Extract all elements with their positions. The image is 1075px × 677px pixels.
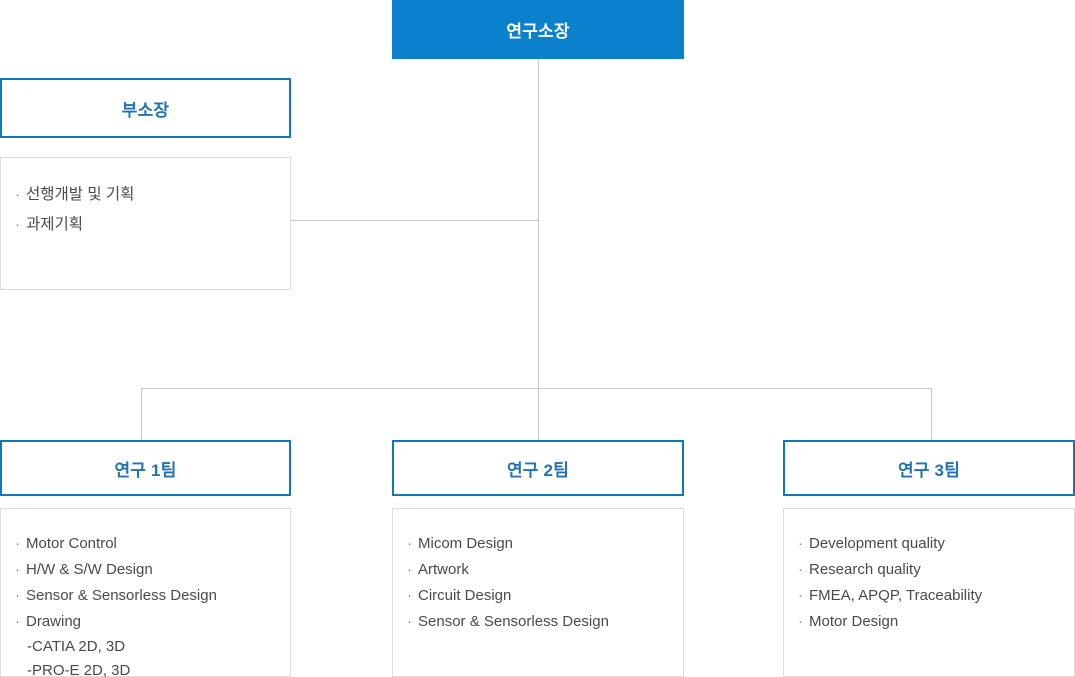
duty-item: · Development quality xyxy=(798,531,1074,557)
bullet-dot-icon: · xyxy=(798,587,803,604)
node-team-2-header[interactable]: 연구 2팀 xyxy=(392,440,684,496)
bullet-dot-icon: · xyxy=(407,535,412,552)
connector-deputy-branch xyxy=(291,220,539,221)
duty-item-label: Motor Design xyxy=(809,613,899,630)
duty-item: · Sensor & Sensorless Design xyxy=(407,609,683,635)
node-team-1-label: 연구 1팀 xyxy=(114,460,177,480)
node-team-3-detail: · Development quality · Research quality · FM… xyxy=(783,508,1075,677)
team-3-duty-list: · Development quality · Research quality · FM… xyxy=(798,531,1074,635)
duty-item: · Circuit Design xyxy=(407,583,683,609)
duty-item-label: Artwork xyxy=(418,561,469,578)
node-team-2-label: 연구 2팀 xyxy=(506,460,570,480)
connector-drop-team-3 xyxy=(931,388,932,440)
duty-item: · Artwork xyxy=(407,557,683,583)
node-team-3-label: 연구 3팀 xyxy=(897,460,961,480)
duty-item: · Micom Design xyxy=(407,531,683,557)
duty-item-label: Circuit Design xyxy=(418,587,512,604)
bullet-dot-icon: · xyxy=(798,561,803,578)
duty-item: · 선행개발 및 기획 xyxy=(15,180,290,210)
duty-item: · 과제기획 xyxy=(15,210,290,240)
duty-item-label: Micom Design xyxy=(418,535,514,552)
duty-item-label: Sensor & Sensorless Design xyxy=(418,613,609,630)
bullet-dot-icon: · xyxy=(407,561,412,578)
duty-item-label: Development quality xyxy=(809,535,945,552)
bullet-dot-icon: · xyxy=(15,561,20,578)
node-deputy-label: 부소장 xyxy=(121,100,170,120)
node-team-1-detail: · Motor Control · H/W & S/W Design · Sensor &… xyxy=(0,508,291,677)
bullet-dot-icon: · xyxy=(15,186,20,203)
node-deputy-detail: · 선행개발 및 기획 · 과제기획 xyxy=(0,157,291,290)
duty-item-label: Research quality xyxy=(809,561,921,578)
node-team-2-detail: · Micom Design · Artwork · Circuit Design · Sen… xyxy=(392,508,684,677)
duty-item-label: 선행개발 및 기획 xyxy=(26,186,135,203)
duty-item: · H/W & S/W Design xyxy=(15,557,290,583)
duty-item: · Motor Design xyxy=(798,609,1074,635)
duty-item-label: 과제기획 xyxy=(26,216,84,233)
duty-item-label: Motor Control xyxy=(26,535,117,552)
bullet-dot-icon: · xyxy=(407,613,412,630)
duty-item: · Sensor & Sensorless Design xyxy=(15,583,290,609)
connector-drop-team-2 xyxy=(538,388,539,440)
node-director-header[interactable]: 연구소장 xyxy=(392,0,684,59)
duty-item-label: Drawing xyxy=(26,613,82,630)
duty-item: · Motor Control xyxy=(15,531,290,557)
duty-item: · Research quality xyxy=(798,557,1074,583)
node-deputy-header[interactable]: 부소장 xyxy=(0,78,291,138)
bullet-dot-icon: · xyxy=(15,587,20,604)
deputy-duty-list: · 선행개발 및 기획 · 과제기획 xyxy=(15,180,290,240)
duty-item-label: H/W & S/W Design xyxy=(26,561,153,578)
duty-item-label: FMEA, APQP, Traceability xyxy=(809,587,983,604)
bullet-dot-icon: · xyxy=(798,535,803,552)
node-director-label: 연구소장 xyxy=(506,22,570,41)
connector-drop-team-1 xyxy=(141,388,142,440)
duty-item-label: Sensor & Sensorless Design xyxy=(26,587,217,604)
duty-sub-item: -CATIA 2D, 3D xyxy=(27,638,126,655)
bullet-dot-icon: · xyxy=(15,613,20,630)
bullet-dot-icon: · xyxy=(15,216,20,233)
node-team-1-header[interactable]: 연구 1팀 xyxy=(0,440,291,496)
duty-item: · FMEA, APQP, Traceability xyxy=(798,583,1074,609)
team-2-duty-list: · Micom Design · Artwork · Circuit Design · Sen… xyxy=(407,531,683,635)
bullet-dot-icon: · xyxy=(15,535,20,552)
duty-item: · Drawing -CATIA 2D, 3D -PRO-E 2D, 3D xyxy=(15,609,290,677)
team-1-duty-list: · Motor Control · H/W & S/W Design · Sensor &… xyxy=(15,531,290,677)
connector-team-bus xyxy=(141,388,932,389)
node-team-3-header[interactable]: 연구 3팀 xyxy=(783,440,1075,496)
bullet-dot-icon: · xyxy=(798,613,803,630)
bullet-dot-icon: · xyxy=(407,587,412,604)
duty-sub-item: -PRO-E 2D, 3D xyxy=(27,662,131,677)
connector-root-trunk xyxy=(538,59,539,389)
